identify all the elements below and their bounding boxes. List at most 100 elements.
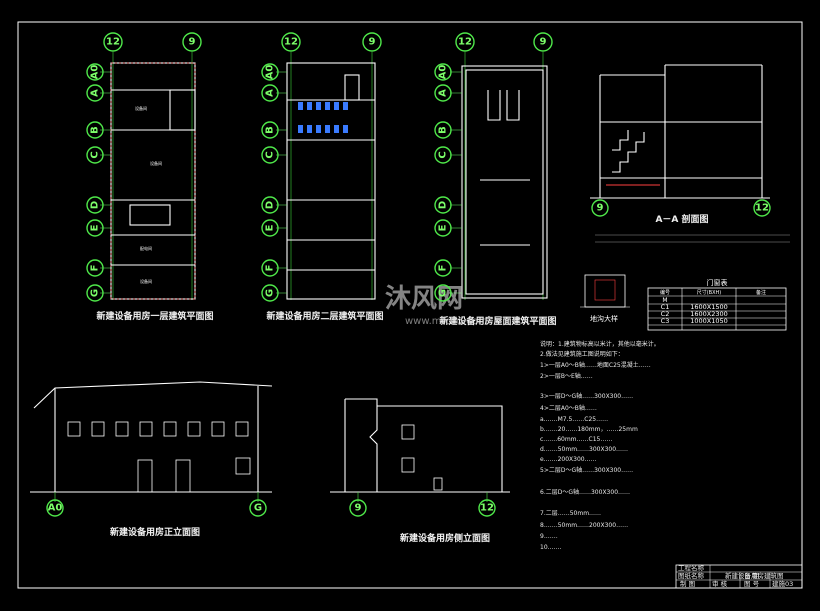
svg-text:设备间: 设备间 [135, 105, 147, 111]
svg-text:D: D [265, 201, 276, 209]
axis-bubble-plan1-G: G [86, 284, 104, 302]
note-line-15: 9.…… [540, 533, 558, 540]
trench-detail [580, 274, 630, 308]
svg-text:F: F [265, 265, 276, 272]
svg-text:D: D [438, 201, 449, 209]
watermark-logo-text: 沐风网 [385, 284, 463, 314]
title-project-label: 工程名称 [678, 563, 705, 572]
door-table-header-1: 尺寸(BXH) [697, 289, 722, 296]
caption-plan2: 新建设备用房二层建筑平面图 [266, 310, 383, 322]
door-table-row-1-code: C1 [661, 303, 670, 311]
note-line-4: 3>一层D～G轴……300X300…… [540, 392, 633, 400]
door-table-row-3-size: 1000X1050 [690, 317, 728, 325]
svg-text:12: 12 [284, 37, 298, 48]
axis-bubble-section-12: 12 [753, 199, 771, 217]
svg-text:9: 9 [369, 37, 376, 48]
axis-bubble-top-0: 12 [103, 32, 123, 52]
axis-bubble-plan3-F: F [434, 259, 452, 277]
plumbing-fixtures-group [298, 102, 348, 133]
axis-bubble-plan2-G: G [261, 284, 279, 302]
svg-text:E: E [438, 224, 449, 231]
svg-text:G: G [438, 289, 449, 297]
title-no-value: 建施03 [772, 579, 793, 588]
svg-text:G: G [90, 289, 101, 297]
svg-text:C: C [265, 151, 276, 158]
axis-bubble-section-9: 9 [591, 199, 609, 217]
axis-bubble-top-5: 9 [533, 32, 553, 52]
svg-text:12: 12 [106, 37, 120, 48]
axis-bubble-plan1-C: C [86, 146, 104, 164]
caption-plan1: 新建设备用房一层建筑平面图 [96, 310, 213, 322]
axis-bubble-top-3: 9 [362, 32, 382, 52]
note-line-1: 2.做法见建筑施工图说明如下： [540, 350, 624, 358]
note-line-12: 6.二层D～G轴……300X300…… [540, 488, 630, 496]
axis-bubble-side-12: 12 [478, 492, 496, 517]
door-table-title: 门窗表 [707, 278, 728, 287]
note-line-5: 4>二层A0～B轴…… [540, 404, 597, 412]
caption-front: 新建设备用房正立面图 [110, 526, 200, 538]
svg-text:12: 12 [458, 37, 472, 48]
caption-roof: 新建设备用房屋面建筑平面图 [439, 315, 556, 327]
axis-bubble-plan3-G: G [434, 284, 452, 302]
caption-section: A－A 剖面图 [655, 213, 708, 225]
svg-text:G: G [265, 289, 276, 297]
axis-bubble-plan1-B: B [86, 121, 104, 139]
axis-bubble-plan1-A: A [86, 84, 104, 102]
svg-text:9: 9 [355, 503, 362, 514]
door-table-row-1-size: 1600X1500 [690, 303, 728, 311]
axis-bubble-plan3-B: B [434, 121, 452, 139]
front-elevation [30, 381, 273, 493]
axis-bubble-top-4: 12 [455, 32, 475, 52]
svg-text:B: B [438, 126, 449, 134]
note-line-3: 2>一层B～E轴…… [540, 372, 593, 380]
axis-bubble-plan2-A: A [261, 84, 279, 102]
note-line-2: 1>一层A0～B轴……地面C25混凝土…… [540, 361, 651, 369]
svg-text:E: E [265, 224, 276, 231]
svg-text:A: A [265, 89, 276, 97]
axis-bubble-plan2-D: D [261, 196, 279, 214]
title-date-label: 日 期 [744, 572, 760, 580]
axis-bubble-plan2-B: B [261, 121, 279, 139]
axis-bubble-plan1-A0: A0 [86, 63, 104, 81]
svg-text:设备间: 设备间 [140, 278, 152, 284]
plan-roof [450, 52, 548, 300]
svg-text:12: 12 [480, 503, 494, 514]
note-line-11: 5>二层D～G轴……300X300…… [540, 466, 633, 474]
axis-bubble-plan3-E: E [434, 219, 452, 237]
title-drawing-name: 新建设备用房建筑图 [725, 571, 784, 580]
watermark-url: www.mfcad.com [405, 316, 488, 327]
svg-text:A: A [90, 89, 101, 97]
svg-text:配电间: 配电间 [140, 245, 152, 251]
axis-bubble-plan1-D: D [86, 196, 104, 214]
axis-bubble-plan2-F: F [261, 259, 279, 277]
axis-bubble-top-2: 12 [281, 32, 301, 52]
svg-text:F: F [438, 265, 449, 272]
svg-text:9: 9 [597, 203, 604, 214]
svg-text:12: 12 [755, 203, 769, 214]
door-table-header-2: 备注 [756, 289, 766, 296]
front-windows-upper [67, 421, 249, 437]
svg-text:C: C [438, 151, 449, 158]
side-openings [401, 424, 443, 491]
front-openings-lower [137, 457, 251, 493]
axis-bubble-plan3-A0: A0 [434, 63, 452, 81]
notes-block: 说明：1.建筑物标高以米计，其他以毫米计。 2.做法见建筑施工图说明如下： 1>… [540, 340, 660, 551]
svg-text:A0: A0 [90, 65, 101, 80]
axis-bubble-top-1: 9 [182, 32, 202, 52]
svg-text:A0: A0 [265, 65, 276, 80]
title-drawing-label: 图纸名称 [678, 571, 705, 580]
note-line-14: 8.……50mm……200X300…… [540, 522, 628, 529]
svg-text:B: B [90, 126, 101, 134]
door-table-row-0-code: M [662, 297, 667, 304]
title-no-label: 图 号 [744, 580, 760, 588]
detail-caption: 地沟大样 [590, 314, 618, 323]
title-check-label: 审 核 [712, 579, 728, 588]
svg-text:A0: A0 [438, 65, 449, 80]
axis-bubble-plan3-A: A [434, 84, 452, 102]
note-line-6: a.……M7.5……C25…… [540, 416, 608, 423]
door-table-row-3-code: C3 [661, 317, 670, 325]
svg-text:D: D [90, 201, 101, 209]
note-line-8: c.……60mm……C15…… [540, 436, 612, 443]
title-draw-label: 制 图 [680, 579, 695, 588]
